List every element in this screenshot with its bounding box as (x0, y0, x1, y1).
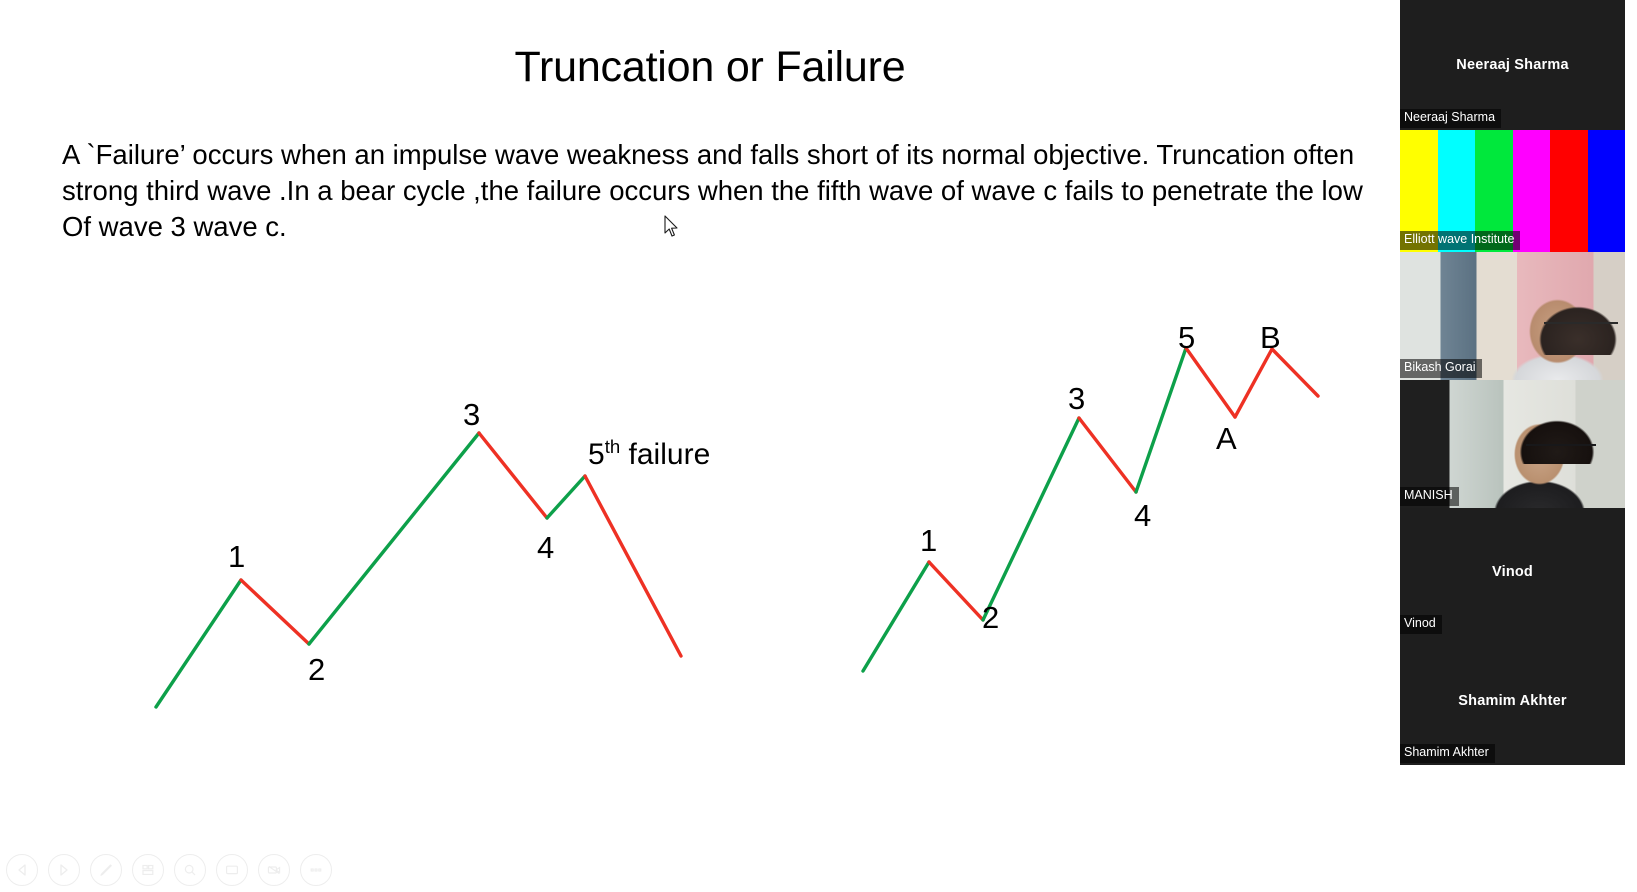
wave-label-b: B (1260, 320, 1281, 355)
wave-segment-down (477, 431, 549, 520)
participant-center-name: Vinod (1491, 564, 1533, 580)
slide-body-text: A `Failure’ occurs when an impulse wave … (62, 137, 1542, 245)
wave-segment-down (583, 474, 683, 658)
participant-name-badge: Shamim Akhter (1400, 744, 1495, 763)
video-tile-bikash-gorai[interactable]: Bikash Gorai (1400, 252, 1625, 380)
screen-icon[interactable] (216, 854, 248, 886)
participant-name-badge: Neeraaj Sharma (1400, 109, 1502, 128)
wave-segment-up (861, 560, 931, 673)
video-tile-manish[interactable]: MANISH (1400, 380, 1625, 508)
wave-label-5: 5 (1178, 320, 1196, 355)
wave-segment-down (1184, 346, 1237, 419)
zoom-icon[interactable] (174, 854, 206, 886)
wave-segment-up (545, 474, 587, 520)
previous-slide-icon[interactable] (6, 854, 38, 886)
slide-grid-icon[interactable] (132, 854, 164, 886)
presenter-toolbar[interactable] (6, 854, 332, 886)
webcam-video-feed (1400, 252, 1625, 380)
wave-label-1: 1 (920, 523, 938, 558)
color-bar (1587, 130, 1625, 252)
body-line: A `Failure’ occurs when an impulse wave … (62, 139, 1355, 170)
wave-segment-down (927, 560, 985, 622)
next-slide-icon[interactable] (48, 854, 80, 886)
participant-name-badge: Vinod (1400, 615, 1442, 634)
color-bar (1550, 130, 1588, 252)
participant-name-badge: Elliott wave Institute (1400, 231, 1521, 250)
pen-icon[interactable] (90, 854, 122, 886)
wave-segment-up (154, 578, 243, 709)
wave-label-3: 3 (1068, 381, 1086, 416)
glasses-icon (1544, 322, 1618, 336)
wave-label-5th-failure: 5th failure (588, 436, 711, 471)
body-line: strong third wave .In a bear cycle ,the … (62, 175, 1363, 206)
participant-name-badge: Bikash Gorai (1400, 359, 1482, 378)
more-options-icon[interactable] (300, 854, 332, 886)
wave-label-a: A (1216, 421, 1237, 456)
wave-label-4: 4 (1134, 498, 1152, 533)
webcam-video-feed (1400, 380, 1625, 508)
camera-off-icon[interactable] (258, 854, 290, 886)
participant-center-name: Shamim Akhter (1458, 692, 1567, 709)
wave-label-4: 4 (537, 530, 555, 565)
wave-segment-down (1270, 347, 1320, 398)
glasses-icon (1526, 444, 1596, 457)
slide-title: Truncation or Failure (514, 43, 906, 91)
wave-label-2: 2 (308, 652, 326, 687)
video-tile-elliott-wave-institute[interactable]: Elliott wave Institute (1400, 130, 1625, 252)
wave-label-3: 3 (463, 397, 481, 432)
wave-segment-up (981, 416, 1081, 622)
wave-segment-down (239, 578, 311, 646)
participant-center-name: Neeraaj Sharma (1456, 57, 1569, 73)
person-head (1517, 418, 1597, 465)
wave-segment-up (307, 431, 481, 646)
wave-label-2: 2 (982, 600, 1000, 635)
wave-segment-up (1134, 346, 1188, 494)
body-line: Of wave 3 wave c. (62, 211, 287, 242)
wave-label-1: 1 (228, 539, 246, 574)
person-head (1535, 303, 1621, 356)
wave-segment-down (1077, 416, 1138, 494)
participant-name-badge: MANISH (1400, 487, 1459, 506)
wave-segment-down (1233, 347, 1274, 419)
